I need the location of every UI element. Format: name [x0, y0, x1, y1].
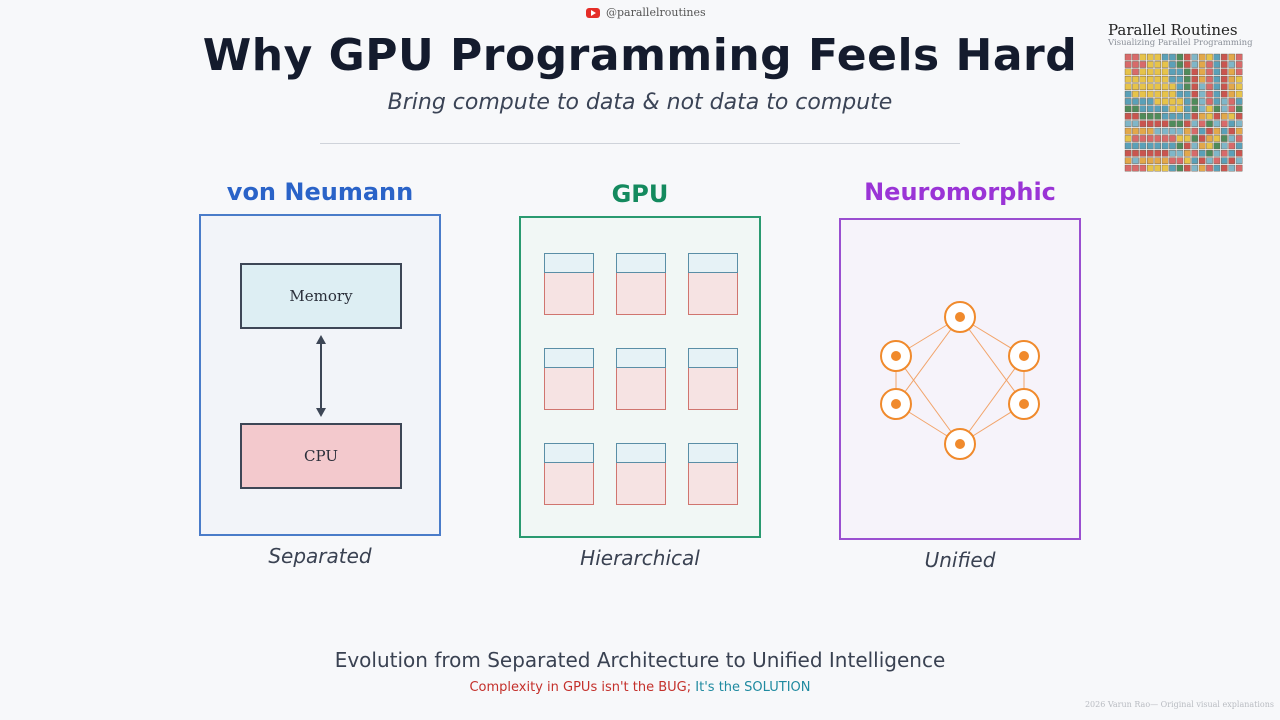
brand-name: Parallel Routines: [1108, 21, 1238, 39]
von-neumann-title: von Neumann: [226, 178, 414, 206]
neuromorphic-title: Neuromorphic: [864, 178, 1056, 206]
divider: [320, 143, 960, 144]
channel-handle-text: @parallelroutines: [606, 6, 706, 19]
neuron-top: [944, 301, 976, 333]
gpu-caption: Hierarchical: [580, 546, 700, 570]
gpu-panel: [519, 216, 761, 538]
neuron-right-upper: [1008, 340, 1040, 372]
gpu-core: [544, 253, 594, 315]
gpu-core: [544, 443, 594, 505]
page-title: Why GPU Programming Feels Hard: [202, 30, 1078, 81]
neuromorphic-caption: Unified: [924, 548, 996, 572]
footer-summary: Evolution from Separated Architecture to…: [334, 648, 946, 672]
gpu-core: [616, 443, 666, 505]
youtube-icon: [586, 7, 600, 18]
gpu-core: [688, 443, 738, 505]
neural-network-diagram: [880, 301, 1040, 460]
gpu-core: [616, 253, 666, 315]
neuron-right-lower: [1008, 388, 1040, 420]
gpu-core: [688, 253, 738, 315]
memory-box: Memory: [240, 263, 402, 329]
footer-tagline-part2: It's the SOLUTION: [695, 680, 811, 695]
credit-text: 2026 Varun Rao— Original visual explanat…: [1084, 700, 1274, 709]
brand-logo-icon: [1124, 53, 1243, 172]
channel-handle: @parallelroutines: [586, 6, 706, 19]
gpu-title: GPU: [611, 180, 669, 208]
page-subtitle: Bring compute to data & not data to comp…: [387, 90, 893, 115]
gpu-core: [616, 348, 666, 410]
neuromorphic-panel: [839, 218, 1081, 540]
brand-tagline: Visualizing Parallel Programming: [1108, 38, 1253, 48]
brand-block: Parallel Routines Visualizing Parallel P…: [1108, 22, 1258, 48]
memory-label: Memory: [289, 287, 353, 305]
footer-tagline: Complexity in GPUs isn't the BUG; It's t…: [0, 680, 1280, 695]
cpu-label: CPU: [304, 447, 338, 465]
von-neumann-caption: Separated: [268, 544, 372, 568]
gpu-core: [544, 348, 594, 410]
von-neumann-panel: Memory CPU: [199, 214, 441, 536]
cpu-box: CPU: [240, 423, 402, 489]
neuron-bottom: [944, 428, 976, 460]
bidirectional-arrow-icon: [316, 335, 326, 417]
neuron-left-lower: [880, 388, 912, 420]
neuron-left-upper: [880, 340, 912, 372]
footer-tagline-part1: Complexity in GPUs isn't the BUG;: [469, 680, 692, 695]
gpu-core: [688, 348, 738, 410]
